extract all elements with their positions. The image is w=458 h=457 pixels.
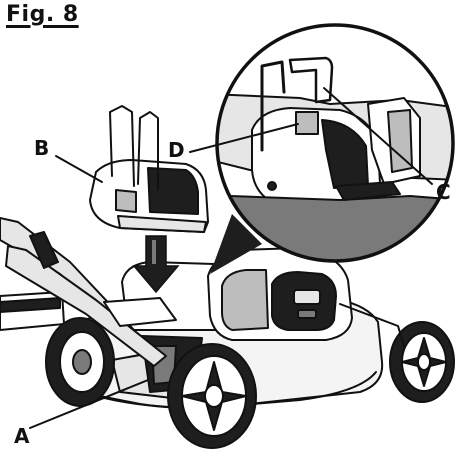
leader-c bbox=[323, 87, 433, 185]
battery-hood-recess bbox=[221, 269, 269, 331]
zoom-cone bbox=[210, 214, 262, 274]
zoom-screw bbox=[267, 181, 277, 191]
handle-bar-right bbox=[5, 245, 167, 367]
deck-front-lip bbox=[339, 303, 405, 347]
callout-label-c: C bbox=[436, 180, 451, 204]
insert-arrow-shine bbox=[152, 240, 156, 264]
bracket-base bbox=[117, 215, 207, 233]
leader-lines bbox=[29, 87, 433, 429]
leader-a bbox=[29, 379, 149, 429]
bracket-hook-right bbox=[137, 111, 159, 191]
leader-b bbox=[55, 155, 103, 183]
rear-left-wheel bbox=[45, 317, 115, 407]
zoom-latch-tab bbox=[335, 181, 401, 201]
bracket-hook-left bbox=[109, 105, 135, 187]
right-wheel bbox=[389, 321, 455, 403]
handle-grip bbox=[29, 231, 59, 269]
leader-d bbox=[189, 123, 299, 153]
zoom-right-block-shade bbox=[387, 109, 413, 173]
callout-label-a: A bbox=[14, 424, 30, 448]
callout-label-b: B bbox=[34, 136, 50, 160]
zoom-hook bbox=[260, 60, 286, 152]
handle-bracket bbox=[103, 297, 177, 327]
figure-title: Fig. 8 bbox=[6, 2, 79, 27]
zoom-circle-outline bbox=[215, 23, 455, 263]
zoom-clip bbox=[288, 56, 334, 104]
zoom-slot-d bbox=[295, 111, 319, 135]
callout-label-d: D bbox=[168, 138, 185, 162]
bracket-clip bbox=[115, 189, 137, 213]
bracket-dark-face bbox=[147, 167, 199, 215]
grass-catcher-stripe bbox=[0, 297, 61, 313]
battery-latch-button bbox=[297, 309, 317, 319]
front-left-wheel bbox=[167, 343, 257, 449]
mount-bracket-b bbox=[89, 105, 209, 233]
mower-drawing bbox=[0, 217, 455, 449]
battery-latch bbox=[293, 289, 321, 305]
